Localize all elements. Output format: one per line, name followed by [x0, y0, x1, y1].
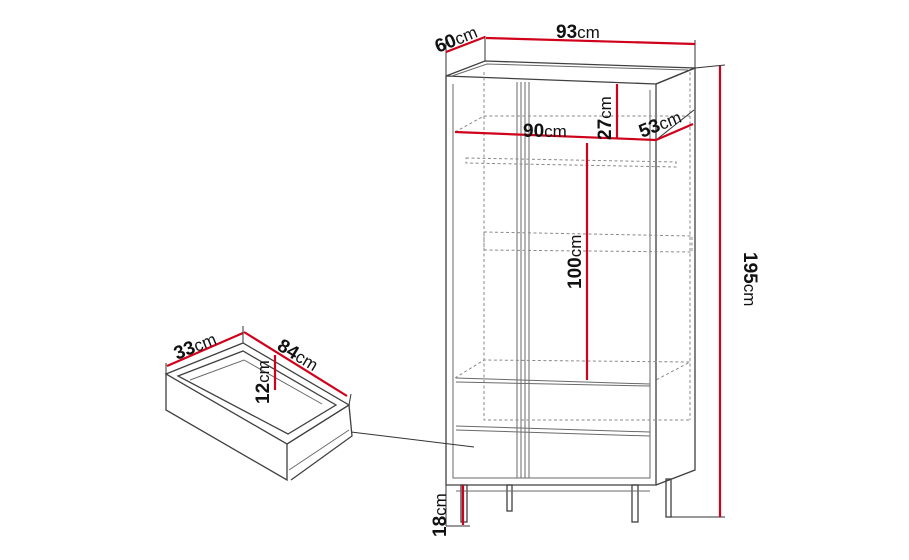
drawer-split-line-2: [455, 429, 651, 437]
drawer-inner-bottom: [189, 359, 323, 405]
drawer-top-line-2: [455, 381, 651, 387]
drawer-front-edge: [288, 429, 350, 471]
wardrobe-side: [655, 67, 696, 486]
depth-dimension-line: [445, 35, 486, 54]
leg-back-left: [506, 484, 513, 512]
drawer-width-label: 84cm: [273, 335, 321, 376]
hanging-height-label: 100cm: [565, 235, 586, 289]
wardrobe-dimension-lines: [445, 35, 722, 525]
ext-line: [348, 393, 352, 406]
hanging-rail: [465, 157, 677, 168]
drawer-leader-line: [350, 431, 475, 448]
wardrobe-extension-lines: [445, 36, 726, 527]
mid-shelf: [483, 231, 693, 253]
height-label: 195cm: [739, 252, 760, 306]
top-compartment-label: 27cm: [595, 96, 616, 140]
ext-line: [694, 64, 726, 69]
drawer-height-label: 12cm: [253, 360, 274, 404]
leg-back-right: [665, 478, 672, 518]
wardrobe-front: [445, 76, 657, 486]
drawer-side-panel: [165, 374, 288, 482]
wardrobe-top: [445, 60, 696, 85]
drawer-depth-dimension-line: [166, 331, 244, 368]
drawer-front-panel: [286, 403, 353, 481]
drawer-dimension-lines: [165, 326, 352, 406]
interior-back-outline: [483, 72, 691, 421]
wardrobe-top-inner: [451, 63, 689, 77]
wardrobe-front-frame: [452, 84, 651, 479]
width-dimension-line: [485, 36, 696, 46]
drawer-top-line: [455, 377, 651, 385]
leg-height-label: 18cm: [430, 493, 451, 537]
wardrobe-dimension-labels: 93cm 60cm 195cm 90cm 53cm 27cm 100cm 18c…: [430, 22, 760, 537]
inner-width-label: 90cm: [523, 121, 567, 142]
ext-line: [655, 109, 695, 141]
leg-front-right: [631, 484, 639, 523]
drawer-rim-inner: [176, 350, 338, 435]
bottom-shelf: [454, 359, 691, 381]
drawer-depth-label: 33cm: [171, 329, 219, 365]
depth-label: 60cm: [432, 22, 480, 58]
drawer-split-line: [455, 425, 651, 433]
inner-depth-dimension-line: [655, 122, 694, 142]
drawer-width-dimension-line: [243, 331, 348, 397]
drawer-dimension-labels: 33cm 84cm 12cm: [171, 329, 321, 404]
width-label: 93cm: [556, 22, 600, 43]
inner-width-dimension-line: [454, 130, 657, 142]
